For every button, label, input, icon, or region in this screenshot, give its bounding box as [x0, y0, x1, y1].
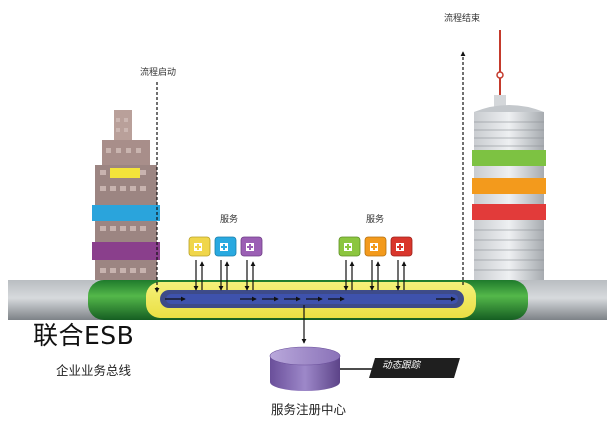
- flow-end-label: 流程结束: [444, 14, 481, 24]
- esb-subtitle: 企业业务总线: [56, 363, 132, 378]
- services-left-group: [188, 236, 263, 257]
- services-right-label: 服务: [366, 215, 385, 225]
- registry-database-icon: [269, 346, 341, 391]
- left-building: [92, 110, 160, 285]
- esb-title: 联合ESB: [33, 321, 135, 350]
- flow-arrows: [154, 51, 466, 344]
- right-building: [472, 30, 546, 287]
- left-building-yellow-band: [110, 168, 140, 178]
- right-building-green-band: [472, 150, 546, 166]
- service-box: [188, 236, 211, 257]
- services-right-group: [338, 236, 413, 257]
- registry-label: 服务注册中心: [271, 402, 347, 417]
- left-building-blue-band: [92, 205, 160, 221]
- tracking-bar: [340, 358, 460, 378]
- right-building-red-band: [472, 204, 546, 220]
- services-left-label: 服务: [220, 215, 239, 225]
- left-building-purple-band: [92, 242, 160, 260]
- service-box: [240, 236, 263, 257]
- tracking-label: 动态跟踪: [382, 360, 421, 371]
- right-building-orange-band: [472, 178, 546, 194]
- service-box: [390, 236, 413, 257]
- esb-pipe: [8, 280, 607, 320]
- service-box: [364, 236, 387, 257]
- service-box: [338, 236, 361, 257]
- service-box: [214, 236, 237, 257]
- flow-start-label: 流程启动: [140, 68, 177, 78]
